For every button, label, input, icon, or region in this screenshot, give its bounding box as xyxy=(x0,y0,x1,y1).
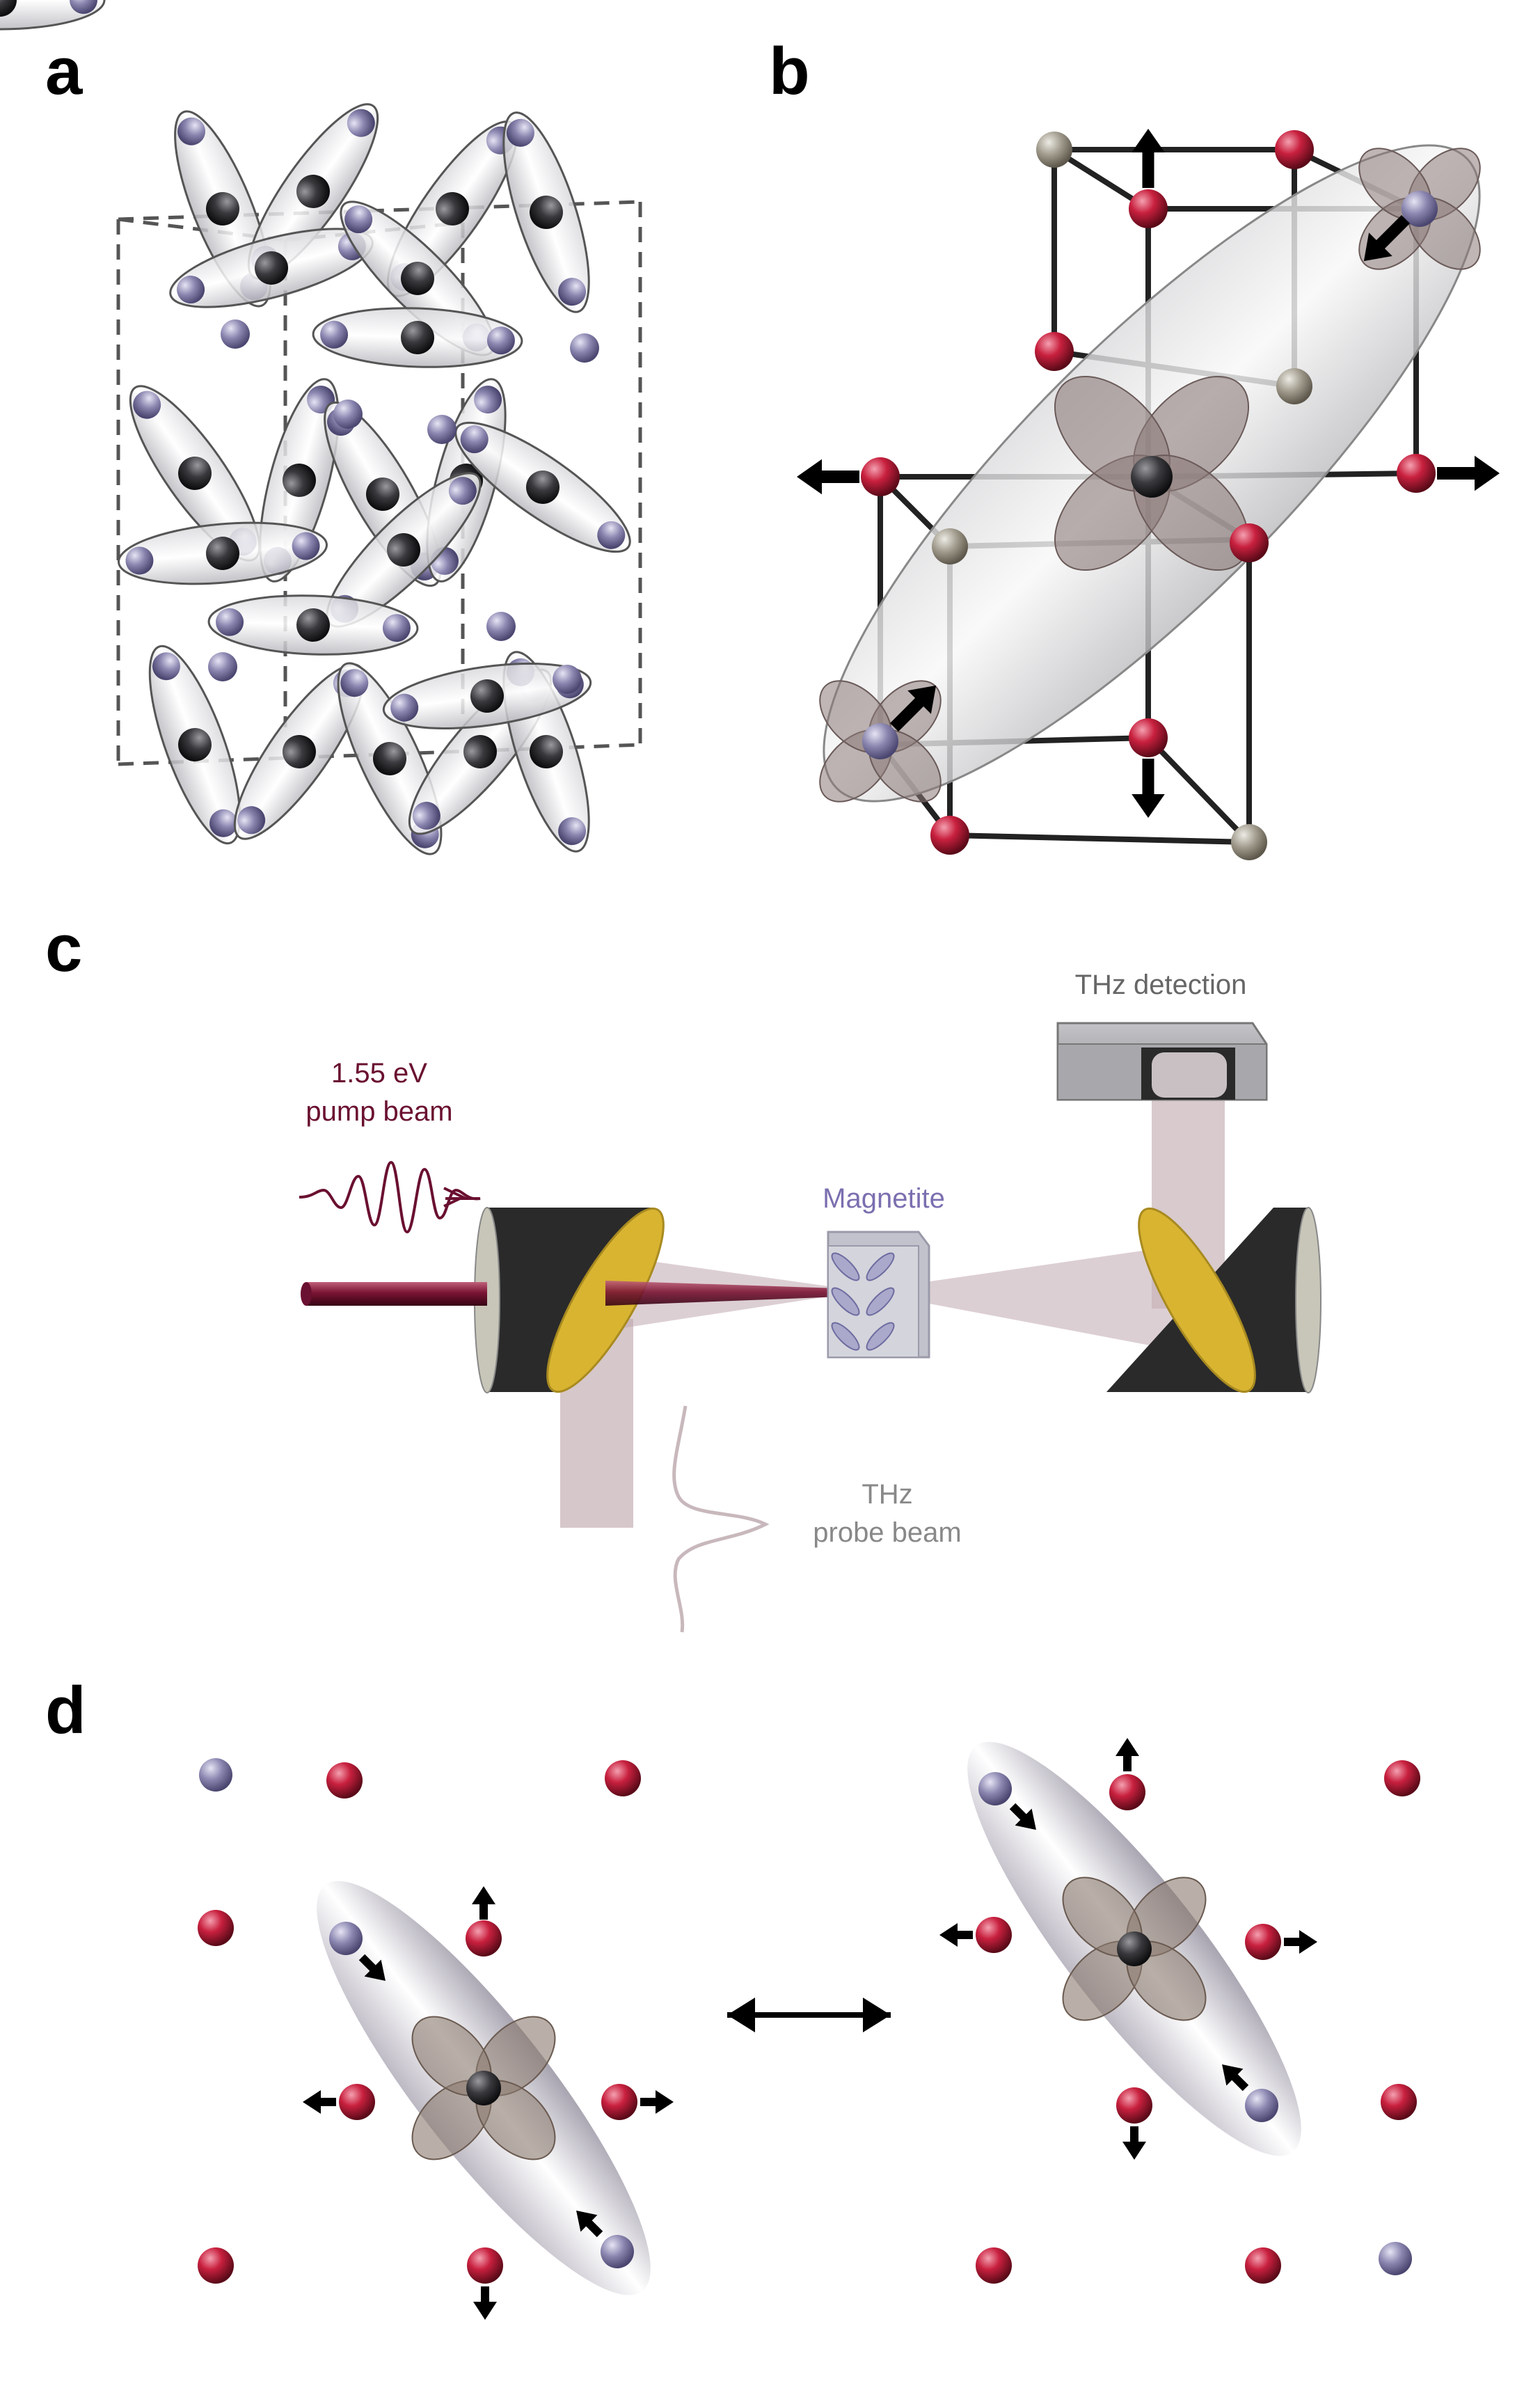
panel-b-trimeron-detail xyxy=(797,129,1500,860)
o-atom xyxy=(1230,523,1269,562)
o-atom xyxy=(1116,2087,1152,2124)
fe-purple-atom xyxy=(553,665,582,694)
fe-purple-atom xyxy=(486,612,516,641)
pump-energy-label: 1.55 eV xyxy=(331,1058,427,1089)
o-atom xyxy=(198,2247,234,2284)
trimeron xyxy=(311,303,524,372)
arrow-icon xyxy=(1132,759,1165,818)
parabolic-mirror-right xyxy=(1106,1207,1321,1393)
o-atom xyxy=(1245,1924,1281,1960)
arrow-icon xyxy=(473,2286,497,2320)
fe-tan-atom xyxy=(932,528,968,564)
double-arrow-icon xyxy=(727,1998,891,2032)
fe-purple-atom xyxy=(333,400,363,429)
panel-a-crystal-structure xyxy=(0,0,646,867)
arrow-icon xyxy=(303,2090,336,2114)
panel-d-trimeron-oscillation xyxy=(198,1738,1420,2320)
fe-purple-atom xyxy=(199,1758,232,1792)
fe-dark-atom xyxy=(0,0,17,17)
fe-dark-atom xyxy=(1131,456,1173,498)
fe-purple-atom xyxy=(601,2235,634,2268)
trimeron-config-right xyxy=(939,1738,1420,2284)
thz-beam-from-sample xyxy=(863,1246,1176,1350)
isolated-fe-atoms xyxy=(208,319,599,694)
pump-pulse-wave-icon xyxy=(299,1160,481,1234)
arrow-icon xyxy=(797,459,859,495)
fe-purple-atom xyxy=(329,1922,363,1955)
fe-dark-atom xyxy=(1117,1931,1152,1966)
o-atom xyxy=(1381,2084,1417,2120)
o-atom xyxy=(1275,130,1314,169)
arrow-icon xyxy=(1284,1930,1317,1954)
o-atom xyxy=(1245,2247,1281,2284)
o-atom xyxy=(1129,189,1168,228)
fe-tan-atom xyxy=(1036,132,1072,168)
o-atom xyxy=(1109,1774,1145,1810)
trimeron xyxy=(115,514,331,593)
fe-purple-atom xyxy=(208,652,237,681)
pump-beam-label: pump beam xyxy=(305,1096,452,1127)
o-atom xyxy=(1129,718,1168,757)
fe-purple-atom xyxy=(1245,2089,1278,2122)
panel-c-experimental-setup: 1.55 eV pump beam Magnetite xyxy=(299,970,1321,1633)
trimeron xyxy=(485,102,608,322)
probe-label-line1: THz xyxy=(862,1479,912,1510)
fe-purple-atom xyxy=(1402,191,1438,227)
detection-label: THz detection xyxy=(1075,970,1247,1000)
panel-label-d: d xyxy=(45,1673,86,1748)
sample-label: Magnetite xyxy=(823,1183,945,1214)
fe-purple-atom xyxy=(862,723,898,759)
fe-tan-atom xyxy=(1231,824,1267,860)
o-atom xyxy=(1035,332,1074,371)
fe-purple-atom xyxy=(1379,2242,1412,2275)
trimeron-config-left xyxy=(198,1758,674,2320)
arrow-icon xyxy=(939,1923,973,1947)
o-atom xyxy=(605,1760,641,1796)
arrow-icon xyxy=(640,2090,674,2114)
o-atom xyxy=(326,1762,363,1799)
arrow-icon xyxy=(1132,129,1165,188)
thz-detector xyxy=(1056,1022,1268,1101)
o-atom xyxy=(601,2084,637,2120)
o-atom xyxy=(976,2247,1012,2284)
o-atom xyxy=(1384,1760,1420,1796)
o-atom xyxy=(930,816,969,855)
thz-probe-waveform-icon xyxy=(672,1405,770,1633)
lattice-atoms xyxy=(861,130,1438,860)
fe-purple-atom xyxy=(70,0,97,14)
arrow-icon xyxy=(1122,2126,1146,2160)
magnetite-sample xyxy=(827,1231,930,1359)
arrow-icon xyxy=(1116,1738,1139,1771)
fe-purple-atom xyxy=(570,333,599,363)
o-atom xyxy=(1397,454,1436,493)
panel-label-c: c xyxy=(45,911,82,986)
o-atom xyxy=(466,1920,502,1957)
pump-beam-rod xyxy=(306,1282,487,1306)
fe-purple-atom xyxy=(221,319,250,349)
o-atom xyxy=(339,2084,375,2120)
o-atom xyxy=(976,1917,1012,1953)
panel-label-b: b xyxy=(769,34,810,109)
pump-beam-cone xyxy=(605,1281,859,1306)
o-atom xyxy=(861,457,900,496)
o-atom xyxy=(198,1910,234,1946)
fe-tan-atom xyxy=(1276,368,1312,404)
trimeron-group-a xyxy=(0,0,106,31)
panel-label-a: a xyxy=(45,34,83,109)
fe-dark-atom xyxy=(466,2071,501,2105)
probe-label-line2: probe beam xyxy=(813,1517,961,1548)
arrow-icon xyxy=(472,1886,495,1920)
fe-purple-atom xyxy=(427,415,457,444)
o-atom xyxy=(467,2247,503,2284)
arrow-icon xyxy=(1437,455,1500,491)
fe-purple-atom xyxy=(978,1772,1012,1805)
